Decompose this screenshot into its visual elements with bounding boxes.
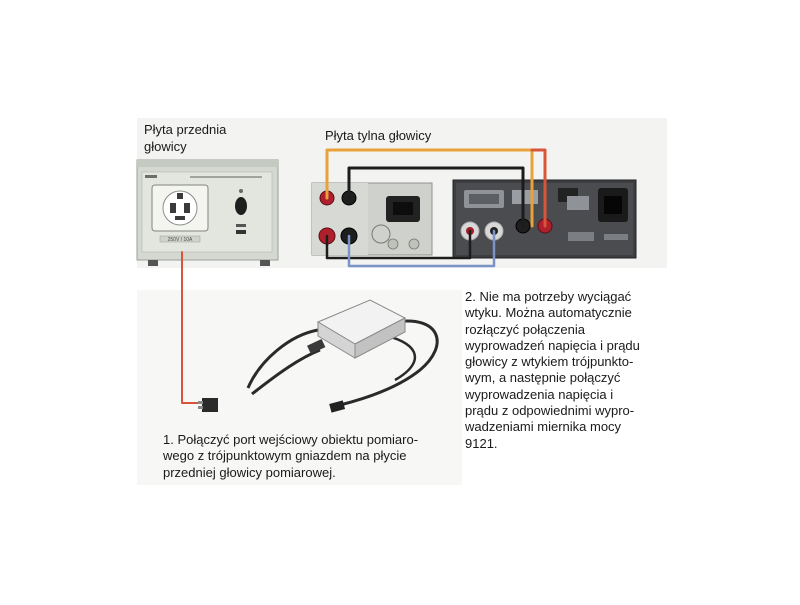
- note-1-line: przedniej głowicy pomiarowej.: [163, 464, 336, 480]
- wire-blue-bottom: [347, 229, 496, 268]
- connection-wires: [181, 148, 547, 404]
- note-2-line: rozłączyć połączenia: [465, 321, 585, 337]
- front-panel-title-line-2: głowicy: [144, 139, 187, 154]
- photo-background-bottom: [137, 290, 462, 485]
- wire-red-top: [530, 148, 547, 228]
- note-2-line: wtyku. Można automatycznie: [465, 305, 632, 321]
- note-2-line: wyprowadzenia napięcia i: [465, 386, 614, 402]
- note-2: 2. Nie ma potrzeby wyciągać wtyku. Można…: [465, 289, 640, 452]
- front-panel-unit: 250V / 10A: [136, 159, 279, 266]
- power-switch: [235, 197, 247, 215]
- wire-black-top: [347, 166, 525, 228]
- wire-black-bottom: [325, 229, 472, 260]
- front-panel-title: Płyta przednia głowicy: [144, 121, 226, 155]
- note-1-line: wego z trójpunktowym gniazdem na płycie: [163, 448, 407, 464]
- front-brand-mark: [145, 175, 157, 178]
- note-2-line: wadzeniami miernika mocy: [465, 419, 622, 435]
- rear-panel-head: [311, 182, 433, 256]
- note-2-line: prądu z odpowiednimi wypro-: [465, 403, 635, 419]
- note-2-line: wym, a następnie połączyć: [465, 370, 621, 386]
- power-adapter: [198, 299, 439, 413]
- note-2-line: wyprowadzeń napięcia i prądu: [465, 337, 640, 353]
- note-1: 1. Połączyć port wejściowy obiektu pomia…: [163, 432, 418, 481]
- rear-panel-title: Płyta tylna głowicy: [325, 128, 432, 143]
- front-rating-text: 250V / 10A: [168, 237, 193, 243]
- note-2-line: głowicy z wtykiem trójpunkto-: [465, 354, 634, 370]
- note-2-line: 9121.: [465, 435, 498, 451]
- front-panel-title-line-1: Płyta przednia: [144, 122, 227, 137]
- adapter-plug: [202, 398, 218, 412]
- wire-orange: [325, 148, 534, 228]
- note-2-line: 2. Nie ma potrzeby wyciągać: [465, 289, 632, 304]
- note-1-line: 1. Połączyć port wejściowy obiektu pomia…: [163, 432, 419, 447]
